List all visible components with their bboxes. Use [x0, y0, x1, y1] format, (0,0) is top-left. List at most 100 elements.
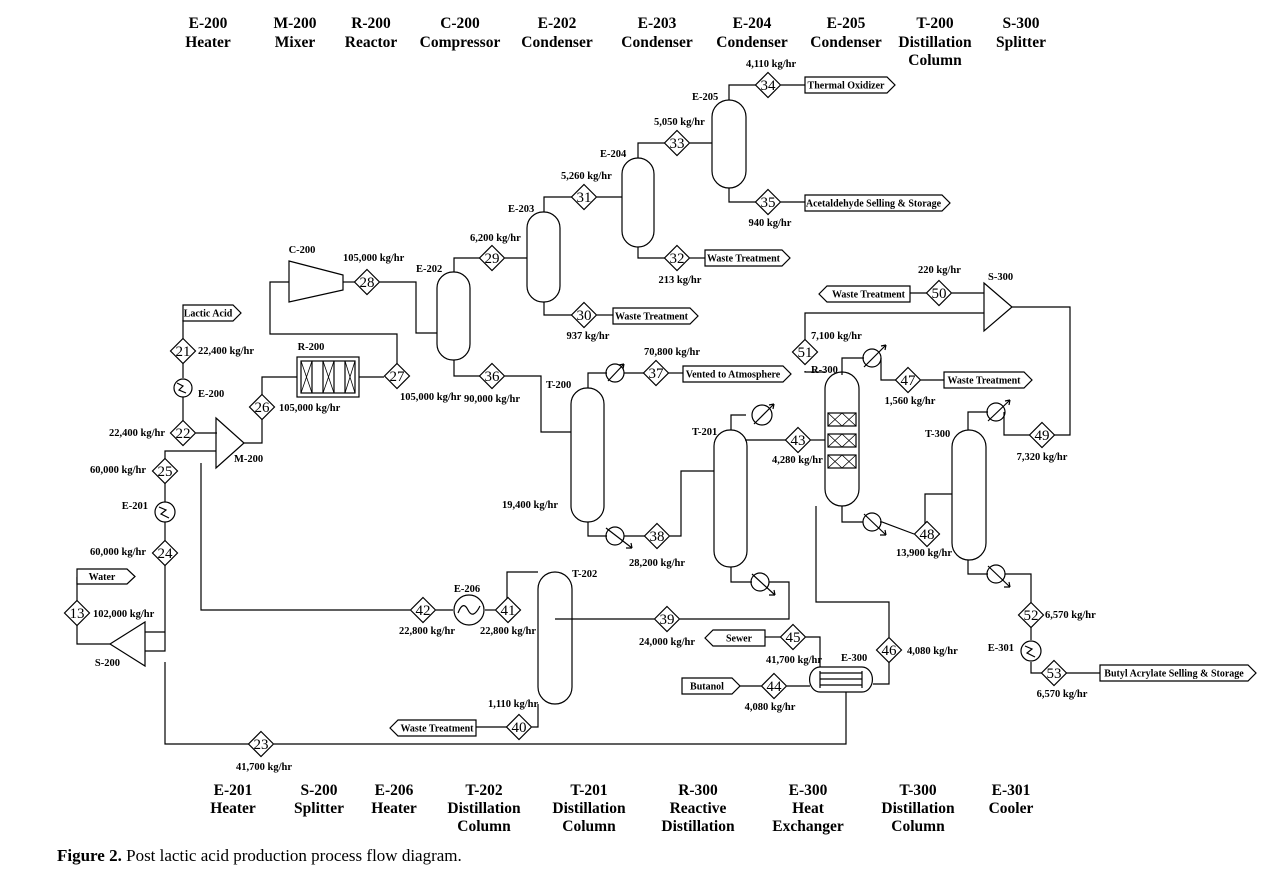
stream-marker-37: 37 [642, 359, 670, 387]
stream-number: 40 [512, 720, 527, 736]
reactor-r200 [296, 356, 360, 398]
equipment-tag-e-301: E-301 [988, 643, 1014, 654]
stream-marker-43: 43 [784, 426, 812, 454]
legend-name: Mixer [275, 34, 316, 51]
stream-number: 48 [920, 527, 935, 543]
flow-rate-44: 4,080 kg/hr [745, 702, 796, 713]
splitter-s300 [983, 281, 1013, 333]
flow-rate-38: 28,200 kg/hr [629, 558, 685, 569]
stream-marker-33: 33 [663, 129, 691, 157]
legend-id: E-201 [214, 782, 253, 799]
heater-e201 [154, 501, 176, 523]
equipment-tag-s-200: S-200 [95, 658, 120, 669]
legend-name: Heater [371, 800, 417, 817]
legend-name: Cooler [989, 800, 1034, 817]
legend-id: S-300 [1002, 15, 1039, 32]
condenser-icon [986, 399, 1011, 422]
equipment [108, 99, 1042, 705]
legend-name: Splitter [996, 34, 1046, 51]
heat-exchanger-e300 [808, 666, 874, 693]
stream-number: 34 [761, 78, 777, 94]
flow-rate-35: 940 kg/hr [749, 218, 792, 229]
flow-rate-31: 5,260 kg/hr [561, 171, 612, 182]
flow-rate-26: 105,000 kg/hr [279, 403, 341, 414]
destination-vented: Vented to Atmosphere [682, 365, 792, 383]
stream-number: 23 [254, 737, 269, 753]
stream-marker-23: 23 [247, 730, 275, 758]
equipment-tag-e-203: E-203 [508, 204, 534, 215]
stream-marker-24: 24 [151, 539, 179, 567]
stream-number: 36 [485, 369, 501, 385]
stream-number: 43 [791, 433, 806, 449]
flow-rate-42: 22,800 kg/hr [399, 626, 455, 637]
legend-name: Compressor [420, 34, 501, 51]
stream-number: 13 [70, 606, 85, 622]
heater-e206 [453, 594, 485, 626]
destination-waste-30: Waste Treatment [612, 307, 699, 325]
destination-butanol: Butanol [681, 677, 741, 695]
equipment-tag-e-204: E-204 [600, 149, 627, 160]
flow-rate-37: 70,800 kg/hr [644, 347, 700, 358]
stream-marker-40: 40 [505, 713, 533, 741]
flow-rate-30: 937 kg/hr [567, 331, 610, 342]
stream-number: 51 [798, 345, 813, 361]
stream-marker-34: 34 [754, 71, 782, 99]
stream-number: 25 [158, 464, 173, 480]
stream-number: 32 [670, 251, 685, 267]
destination-label: Waste Treatment [832, 290, 906, 301]
caption-label: Figure 2. [57, 846, 122, 865]
legend-name: Column [891, 818, 945, 835]
legend-id: E-204 [733, 15, 772, 32]
legend-id: S-200 [300, 782, 337, 799]
stream-marker-39: 39 [653, 605, 681, 633]
destination-label: Waste Treatment [947, 376, 1021, 387]
legend-name: Distillation [881, 800, 955, 817]
legend-name: Reactive [670, 800, 727, 817]
equipment-tag-r-300: R-300 [811, 365, 838, 376]
stream-marker-13: 13 [63, 599, 91, 627]
stream-marker-48: 48 [913, 520, 941, 548]
flow-rate-48: 13,900 kg/hr [896, 548, 952, 559]
flow-rate-34: 4,110 kg/hr [746, 59, 797, 70]
stream-marker-25: 25 [151, 457, 179, 485]
legend-name: Heater [210, 800, 256, 817]
top-legend: E-200HeaterM-200MixerR-200ReactorC-200Co… [185, 15, 1046, 69]
equipment-labels: C-200R-200E-200M-200E-201S-200E-202E-203… [95, 92, 1014, 669]
legend-name: Exchanger [772, 818, 844, 835]
legend-id: T-200 [916, 15, 954, 32]
stream-number: 33 [670, 136, 685, 152]
stream-number: 53 [1047, 666, 1062, 682]
reactive-distillation-r300 [824, 371, 860, 507]
equipment-tag-e-206: E-206 [454, 584, 480, 595]
destination-sewer: Sewer [704, 629, 766, 647]
stream-marker-53: 53 [1040, 659, 1068, 687]
legend-name: Column [457, 818, 511, 835]
legend-id: E-205 [827, 15, 866, 32]
stream-marker-36: 36 [478, 362, 506, 390]
legend-name: Distillation [898, 34, 972, 51]
destination-label: Waste Treatment [707, 254, 781, 265]
equipment-tag-c-200: C-200 [289, 245, 316, 256]
legend-id: E-203 [638, 15, 677, 32]
equipment-tag-t-202: T-202 [572, 569, 597, 580]
destination-water: Water [76, 568, 136, 585]
column-t201 [713, 429, 748, 568]
reboiler-icon [862, 512, 887, 536]
mixer-m200 [215, 416, 245, 470]
equipment-tag-e-300: E-300 [841, 653, 867, 664]
flow-rate-25: 60,000 kg/hr [90, 465, 146, 476]
stream-number: 26 [255, 400, 271, 416]
stream-number: 31 [577, 190, 592, 206]
flow-rate-47: 1,560 kg/hr [885, 396, 936, 407]
condenser-icon [605, 363, 625, 383]
splitter-s200 [108, 620, 146, 668]
legend-id: R-200 [351, 15, 391, 32]
stream-marker-52: 52 [1017, 601, 1045, 629]
stream-marker-46: 46 [875, 636, 903, 664]
stream-marker-22: 22 [169, 419, 197, 447]
stream-marker-41: 41 [494, 596, 522, 624]
figure-caption: Figure 2. Post lactic acid production pr… [57, 846, 462, 866]
legend-id: E-206 [375, 782, 414, 799]
